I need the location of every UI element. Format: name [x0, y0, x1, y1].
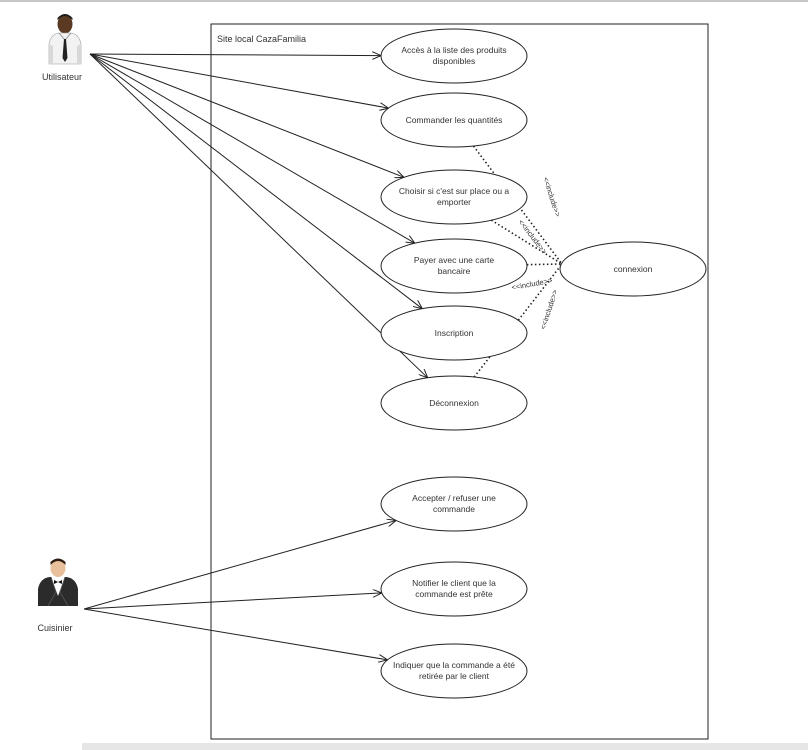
include-commander: [472, 145, 563, 265]
actor-label-cuisinier: Cuisinier: [37, 623, 73, 633]
use-case-acces: Accès à la liste des produits disponible…: [401, 45, 507, 66]
association-utilisateur-inscription: [89, 53, 422, 309]
ellipse-accepter: [380, 476, 528, 532]
ellipse-payer: [380, 238, 528, 294]
association-utilisateur-commander: [89, 53, 388, 108]
ellipse-commander: [380, 92, 528, 148]
ellipse-deconnexion: [380, 375, 528, 431]
horizontal-scrollbar[interactable]: [82, 743, 808, 750]
system-title: Site local CazaFamilia: [217, 34, 307, 44]
use-case-payer: Payer avec une carte bancaire: [413, 255, 495, 276]
system-boundary: [210, 23, 709, 740]
top-border: [0, 0, 808, 2]
use-case-inscription: Inscription: [434, 327, 474, 338]
use-case-commander: Commander les quantités: [405, 114, 503, 125]
association-utilisateur-deconnexion: [89, 53, 428, 378]
include-label-commander: <<include>>: [541, 176, 563, 219]
use-case-accepter: Accepter / refuser une commande: [412, 493, 496, 514]
association-cuisinier-notifier: [83, 593, 382, 610]
businessman-icon: [48, 14, 82, 65]
associations: [83, 53, 428, 660]
use-case-deconnexion: Déconnexion: [429, 397, 479, 408]
use-case-ellipses: [380, 28, 707, 699]
ellipse-choisir: [380, 169, 528, 225]
include-payer: [526, 263, 563, 266]
actor-label-utilisateur: Utilisateur: [41, 72, 82, 82]
include-label-choisir: <<include>>: [516, 218, 549, 257]
use-case-choisir: Choisir si c'est sur place ou a emporter: [398, 186, 510, 207]
use-case-connexion: connexion: [613, 263, 653, 274]
use-case-indiquer: Indiquer que la commande a été retirée p…: [393, 660, 515, 681]
association-cuisinier-indiquer: [83, 608, 388, 660]
use-case-notifier: Notifier le client que la commande est p…: [412, 578, 496, 599]
include-label-deconnexion: <<include>>: [538, 288, 560, 331]
association-utilisateur-acces: [89, 54, 381, 56]
waiter-icon: [38, 558, 78, 607]
association-cuisinier-accepter: [83, 520, 396, 610]
association-utilisateur-choisir: [89, 53, 404, 177]
association-utilisateur-payer: [89, 53, 415, 243]
ellipse-notifier: [380, 561, 528, 617]
ellipse-acces: [380, 28, 528, 84]
ellipse-connexion: [559, 241, 707, 297]
ellipse-inscription: [380, 305, 528, 361]
ellipse-indiquer: [380, 643, 528, 699]
include-choisir: [490, 219, 563, 265]
